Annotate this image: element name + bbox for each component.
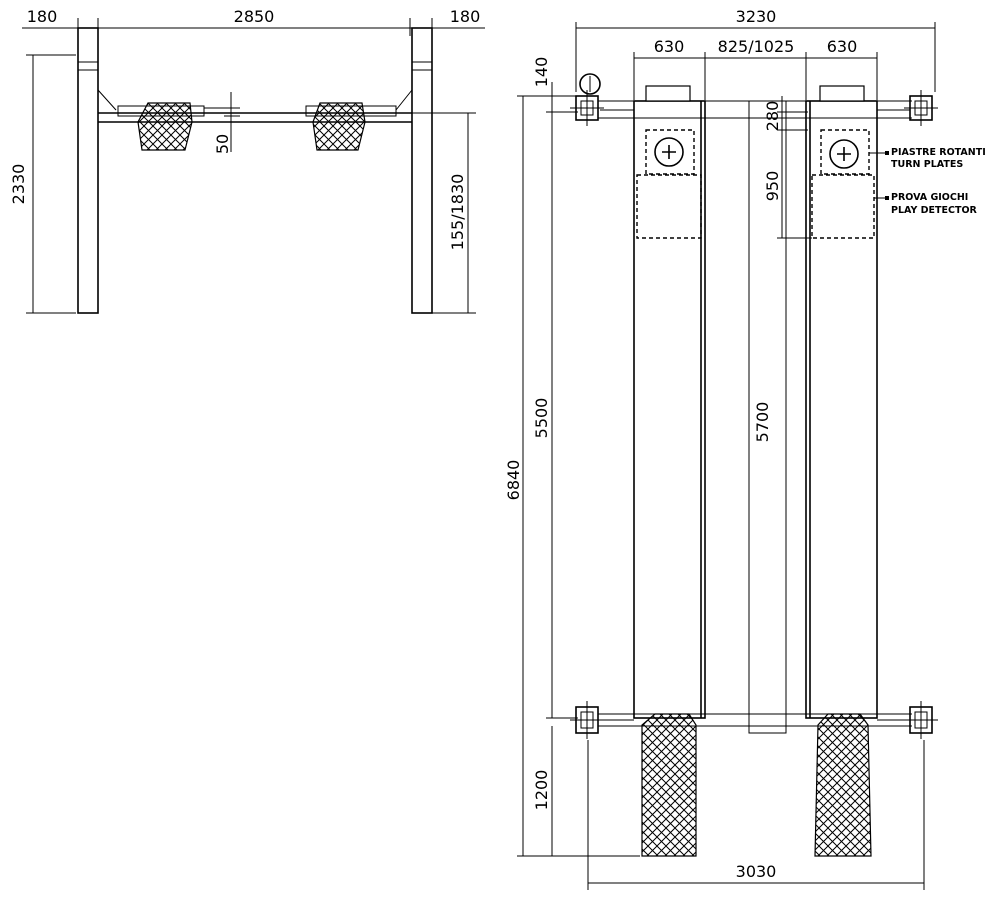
front-right-tyre <box>312 102 366 151</box>
dim-runway-gap: 825/1025 <box>718 37 795 56</box>
plan-centre-panel <box>748 100 787 734</box>
plan-base-width-dimension: 3030 <box>587 740 925 890</box>
plan-top-crossbeam <box>598 100 912 119</box>
turn-plate-right <box>820 129 870 175</box>
front-left-tyre <box>137 102 193 151</box>
dim-top-offset: 140 <box>532 57 551 88</box>
dim-overall-width: 3230 <box>736 7 777 26</box>
dim-right-column: 180 <box>450 7 481 26</box>
front-left-column <box>77 27 117 314</box>
plan-ramp-length-dimension: 1200 <box>532 726 553 856</box>
dim-runway-left: 630 <box>654 37 685 56</box>
front-height-dimension: 2330 <box>9 54 76 314</box>
plan-overall-length-dimension: 6840 <box>504 95 640 857</box>
dim-span: 2850 <box>234 7 275 26</box>
plan-right-runway <box>805 85 878 719</box>
dim-runway-right: 630 <box>827 37 858 56</box>
plan-runway-length-dimension: 5500 <box>532 112 578 719</box>
turn-plates-label-it: PIASTRE ROTANTI <box>891 147 986 158</box>
plan-play-detector-offset-dimension: 950 <box>763 130 812 239</box>
ramp-left <box>641 713 697 857</box>
dim-play-detector-offset: 950 <box>763 171 782 202</box>
play-detector-label-it: PROVA GIOCHI <box>891 192 968 203</box>
dim-overall-length: 6840 <box>504 460 523 501</box>
turn-plate-left <box>645 129 695 175</box>
front-view: 180 2850 180 2330 <box>9 7 485 314</box>
plan-width-dimension: 3230 <box>575 7 936 92</box>
front-right-column <box>395 27 433 314</box>
turn-plates-label-en: TURN PLATES <box>891 159 963 170</box>
dim-base-width: 3030 <box>736 862 777 881</box>
plan-top-offset-dimension: 140 <box>532 57 578 126</box>
dim-turn-plate-offset: 280 <box>763 101 782 132</box>
ramp-right <box>814 713 872 857</box>
front-lift-dimension: 155/1830 <box>396 112 476 314</box>
play-detector-left <box>636 174 702 239</box>
dim-left-column: 180 <box>27 7 58 26</box>
post-top-right <box>904 90 938 126</box>
plan-runway-dimensions: 630 825/1025 630 <box>633 37 878 100</box>
plan-left-runway <box>633 85 706 719</box>
play-detector-label-en: PLAY DETECTOR <box>891 205 978 216</box>
front-top-dimension: 180 2850 180 <box>22 7 485 36</box>
dim-inner-length: 5700 <box>753 402 772 443</box>
dim-runway-length: 5500 <box>532 398 551 439</box>
post-top-left <box>570 73 604 126</box>
play-detector-callout: PROVA GIOCHI PLAY DETECTOR <box>874 192 978 216</box>
front-offset-dimension: 50 <box>213 92 240 154</box>
turn-plates-callout: PIASTRE ROTANTI TURN PLATES <box>869 147 986 170</box>
dim-platform-offset: 50 <box>213 134 232 154</box>
post-bottom-right <box>904 701 938 739</box>
plan-view: 3230 630 825/1025 630 140 6840 <box>504 7 986 890</box>
plan-inner-length-dimension: 5700 <box>753 402 772 443</box>
post-bottom-left <box>570 701 604 739</box>
dim-ramp-length: 1200 <box>532 770 551 811</box>
play-detector-right <box>811 174 875 239</box>
dim-lift-height: 155/1830 <box>448 174 467 251</box>
dim-height: 2330 <box>9 164 28 205</box>
